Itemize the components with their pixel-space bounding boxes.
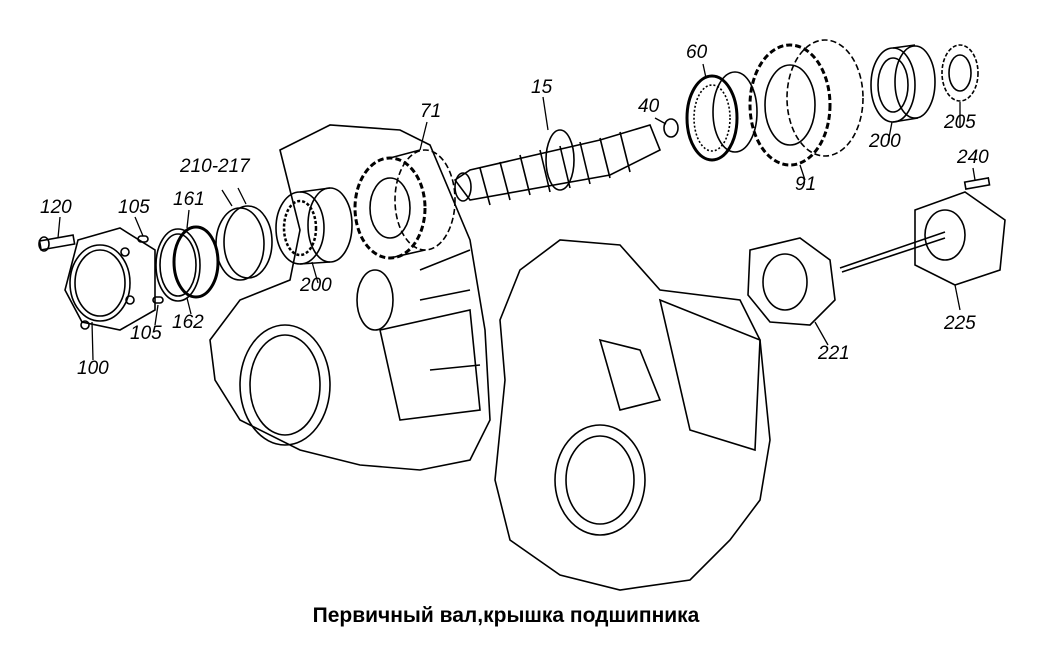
input-shaft-15	[453, 124, 662, 206]
part-label-120: 120	[40, 197, 72, 218]
part-label-210-217: 210-217	[180, 156, 250, 177]
left-housing	[209, 124, 491, 471]
rings-161-162	[155, 225, 220, 302]
part-label-15: 15	[531, 77, 553, 98]
part-label-60: 60	[686, 42, 708, 63]
cover-221	[747, 237, 836, 326]
part-label-40: 40	[638, 96, 660, 117]
part-label-105-top: 105	[118, 197, 150, 218]
part-label-240: 240	[957, 147, 989, 168]
part-label-221: 221	[818, 343, 850, 364]
part-label-200-left: 200	[300, 275, 332, 296]
part-label-200-right: 200	[869, 131, 901, 152]
part-label-91: 91	[795, 174, 817, 195]
part-label-162: 162	[172, 312, 204, 333]
washer-40	[663, 118, 679, 138]
bearing-200-left	[275, 187, 353, 265]
gear-71	[353, 149, 456, 260]
synchronizer-60	[685, 71, 758, 162]
leader-lines	[57, 63, 976, 361]
bolt-240	[963, 177, 991, 190]
bolt-120	[38, 234, 76, 252]
cover-225	[839, 191, 1006, 286]
part-label-161: 161	[173, 189, 205, 210]
part-label-205: 205	[944, 112, 976, 133]
part-label-71: 71	[420, 101, 442, 122]
part-label-100: 100	[77, 358, 109, 379]
shims-210-217	[215, 205, 273, 281]
gear-91	[748, 39, 864, 167]
nut-205	[941, 44, 979, 102]
bearing-200-right	[870, 44, 936, 123]
bearing-cover-100	[64, 227, 164, 331]
diagram-title: Первичный вал,крышка подшипника	[312, 604, 700, 627]
part-label-105-bottom: 105	[130, 323, 162, 344]
part-label-225: 225	[944, 313, 976, 334]
right-housing	[494, 239, 771, 591]
